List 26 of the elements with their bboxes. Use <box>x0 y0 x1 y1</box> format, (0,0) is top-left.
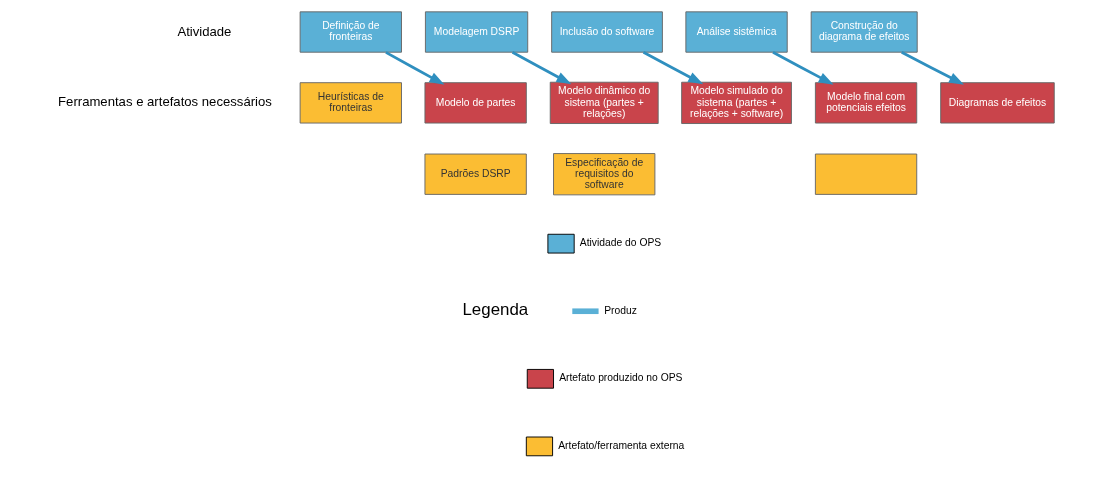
node-box: Definição de fronteiras <box>299 11 402 53</box>
arrow <box>511 51 572 85</box>
node-box: Diagramas de efeitos <box>940 82 1055 124</box>
node-box: Especificação de requisitos do software <box>553 153 656 196</box>
arrow <box>642 51 704 85</box>
arrow <box>385 51 445 85</box>
node-box <box>814 153 918 195</box>
node-box: Análise sistêmica <box>685 11 788 53</box>
label: Ferramentas e artefatos necessários <box>58 94 272 110</box>
node-box: Heurísticas de fronteiras <box>299 82 402 124</box>
legend-label: Artefato/ferramenta externa <box>558 440 685 452</box>
node-box: Construção do diagrama de efeitos <box>810 11 918 53</box>
node-box: Modelo de partes <box>424 82 527 124</box>
arrow <box>772 51 834 85</box>
legend-label: Produz <box>604 304 637 316</box>
node-box: Padrões DSRP <box>424 153 527 195</box>
node-box: Modelagem DSRP <box>424 11 529 53</box>
node-box: Inclusão do software <box>551 11 663 53</box>
node-box: Modelo final com potenciais efeitos <box>814 82 918 124</box>
label: Atividade <box>177 23 232 39</box>
node-box: Modelo dinâmico do sistema (partes + relações) <box>549 81 659 124</box>
label: Legenda <box>462 300 529 320</box>
legend-label: Atividade do OPS <box>579 237 662 249</box>
arrow <box>901 51 965 85</box>
node-box: Modelo simulado do sistema (partes + relações + software) <box>681 81 792 124</box>
legend-label: Artefato produzido no OPS <box>559 372 683 384</box>
